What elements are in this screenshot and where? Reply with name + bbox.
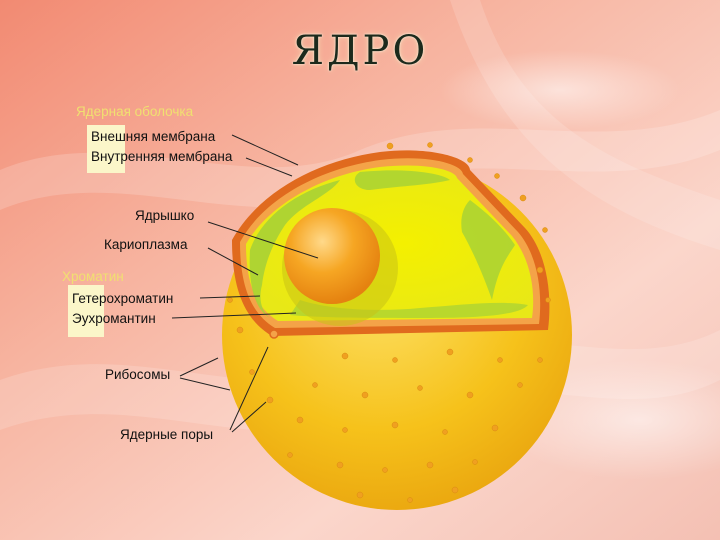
label-karyoplasm: Кариоплазма (104, 237, 188, 252)
label-nuclear-pores: Ядерные поры (120, 427, 214, 442)
pointer-lines (171, 134, 319, 433)
envelope-label-box (87, 125, 125, 173)
chromatin-label-box (68, 285, 104, 337)
slide-title: ЯДРО (291, 28, 429, 74)
label-euchromatin: Эухромантин (72, 311, 156, 326)
nuclear-pore (269, 329, 279, 339)
chromatin-heading: Хроматин (62, 269, 124, 284)
label-outer-membrane: Внешняя мембрана (91, 129, 216, 144)
label-nucleolus: Ядрышко (135, 208, 195, 223)
heterochromatin-patches (249, 180, 340, 318)
nucleolus (284, 208, 380, 304)
label-inner-membrane: Внутренняя мембрана (91, 149, 233, 164)
label-ribosomes: Рибосомы (105, 367, 171, 382)
envelope-heading: Ядерная оболочка (76, 104, 194, 119)
ribosome-dots (227, 142, 551, 503)
label-heterochromatin: Гетерохроматин (72, 291, 174, 306)
